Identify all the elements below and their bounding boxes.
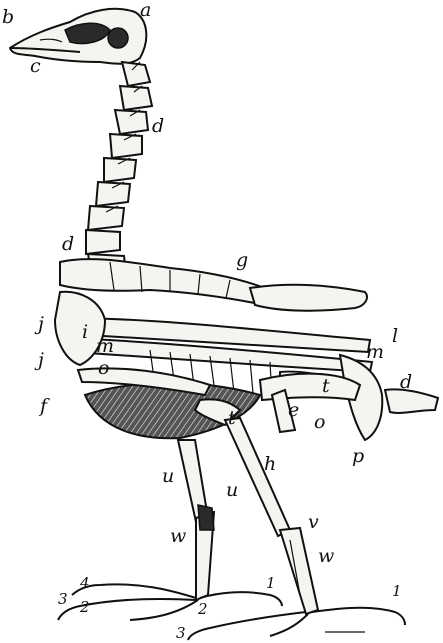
label-v: v <box>308 511 319 533</box>
label-d-back: d <box>62 233 74 255</box>
toe-number-2-right: 2 <box>197 600 208 618</box>
label-t-right: t <box>322 375 330 397</box>
toe-number-1-right: 1 <box>392 582 402 600</box>
neck-vertebrae <box>86 62 152 276</box>
label-e: e <box>288 399 299 421</box>
label-b: b <box>2 6 14 28</box>
label-u-left: u <box>162 465 174 487</box>
label-c: c <box>30 55 41 77</box>
toe-number-2-left: 2 <box>79 598 90 616</box>
label-m-right: m <box>366 341 384 363</box>
label-g: g <box>236 249 248 271</box>
label-p: p <box>352 445 364 467</box>
label-d-wing: d <box>400 371 412 393</box>
label-l: l <box>392 325 398 347</box>
toe-number-3-right: 3 <box>176 624 186 642</box>
label-d-neck: d <box>152 115 164 137</box>
label-j-lower: j <box>34 349 44 371</box>
label-m-left: m <box>96 335 114 357</box>
label-o-right: o <box>314 411 325 433</box>
label-a: a <box>140 0 151 21</box>
label-j-upper: j <box>34 313 44 335</box>
label-t-center: t <box>228 407 236 429</box>
label-i: i <box>82 321 88 343</box>
label-o-left: o <box>98 357 109 379</box>
label-w-left: w <box>170 525 186 547</box>
toe-number-1-left: 1 <box>266 574 276 592</box>
label-h: h <box>264 453 276 475</box>
label-w-right: w <box>318 545 334 567</box>
toe-number-3-left: 3 <box>58 590 68 608</box>
legs <box>178 418 318 614</box>
feet <box>58 584 405 640</box>
pelvis <box>195 374 360 432</box>
label-f: f <box>38 395 50 417</box>
label-u-right: u <box>226 479 238 501</box>
toe-number-4: 4 <box>79 574 90 592</box>
